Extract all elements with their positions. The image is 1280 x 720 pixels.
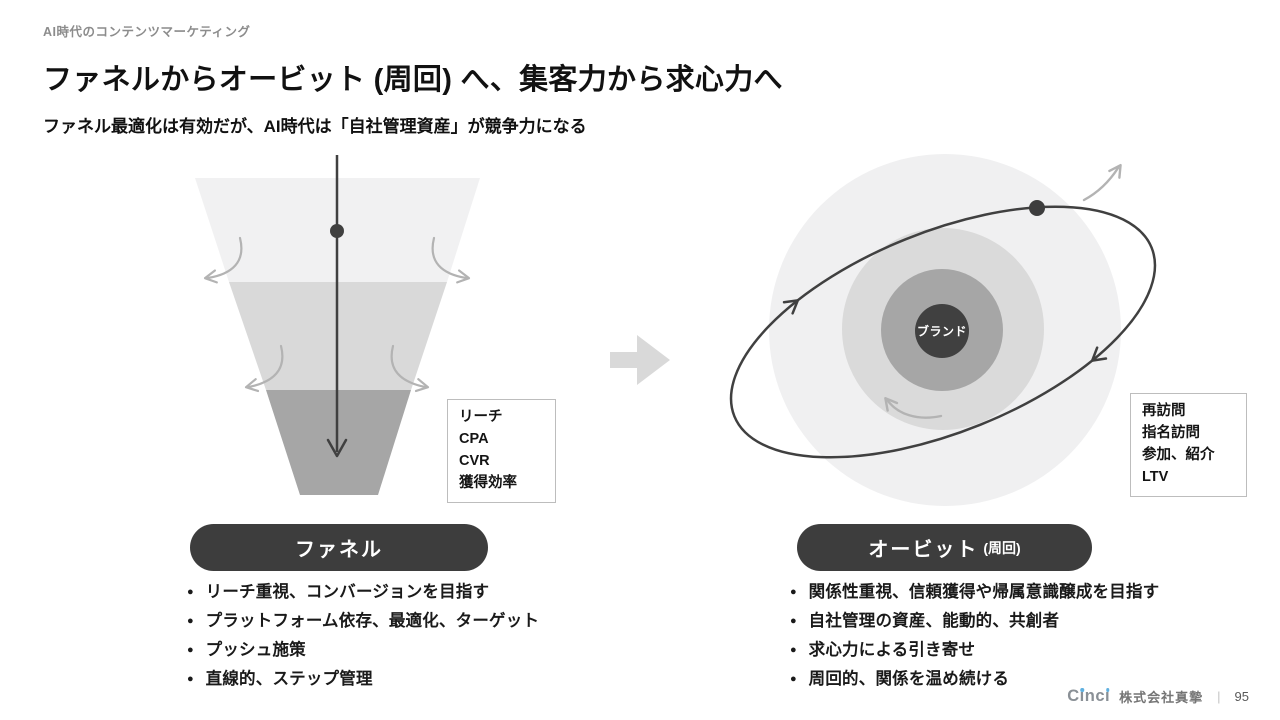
cinci-logo: Cıncı bbox=[1067, 687, 1111, 705]
leak-arrowhead-upper-left-icon bbox=[203, 269, 218, 284]
funnel-pill-label: ファネル bbox=[295, 539, 383, 561]
leak-arrowhead-lower-right-icon bbox=[414, 378, 430, 393]
orbit-direction-arrow-left-icon bbox=[782, 299, 800, 315]
funnel-band-bottom bbox=[266, 390, 411, 495]
leak-arrow-lower-right bbox=[390, 344, 427, 389]
bullet-text: 直線的、ステップ管理 bbox=[205, 670, 373, 688]
swoosh-arrowhead-bottom-icon bbox=[884, 397, 899, 412]
bullet-icon: ● bbox=[790, 673, 797, 685]
orbit-center-label: ブランド bbox=[916, 324, 968, 339]
orbit-diagram bbox=[729, 154, 1157, 506]
eyebrow-label: AI時代のコンテンツマーケティング bbox=[43, 25, 251, 39]
bullet-text: 求心力による引き寄せ bbox=[808, 641, 976, 659]
footer-separator: | bbox=[1217, 689, 1221, 704]
bullet-icon: ● bbox=[187, 586, 194, 598]
orbit-metric-label: 参加、紹介 bbox=[1142, 447, 1215, 463]
company-name: 株式会社真摯 bbox=[1119, 690, 1204, 705]
bullet-text: プラットフォーム依存、最適化、ターゲット bbox=[205, 612, 540, 630]
funnel-diagram bbox=[195, 155, 480, 495]
funnel-bullet-item: ● プラットフォーム依存、最適化、ターゲット bbox=[187, 611, 657, 632]
funnel-bullet-item: ● 直線的、ステップ管理 bbox=[187, 669, 657, 690]
orbit-metric-label: 指名訪問 bbox=[1142, 425, 1200, 441]
orbit-path bbox=[729, 205, 1157, 459]
bullet-icon: ● bbox=[790, 586, 797, 598]
orbit-metric-label: LTV bbox=[1142, 469, 1169, 485]
page-number: 95 bbox=[1234, 689, 1249, 704]
leak-arrowhead-lower-left-icon bbox=[244, 378, 260, 393]
funnel-pill: ファネル bbox=[190, 524, 488, 571]
transition-arrow-icon bbox=[610, 335, 670, 385]
bullet-icon: ● bbox=[187, 644, 194, 656]
funnel-flow-arrowhead-icon bbox=[326, 438, 348, 458]
funnel-metric-label: CVR bbox=[459, 453, 490, 469]
footer: Cıncı 株式会社真摯 | 95 bbox=[1067, 687, 1249, 706]
page-title: ファネルからオービット (周回) へ、集客力から求心力へ bbox=[43, 64, 783, 96]
orbit-bullet-list: ● 関係性重視、信頼獲得や帰属意識醸成を目指す ● 自社管理の資産、能動的、共創… bbox=[790, 582, 1270, 698]
orbit-bullet-item: ● 求心力による引き寄せ bbox=[790, 640, 1270, 661]
orbit-pill: オービット (周回) bbox=[797, 524, 1092, 571]
orbit-satellite-dot bbox=[1029, 200, 1045, 216]
bullet-icon: ● bbox=[790, 644, 797, 656]
bullet-text: リーチ重視、コンバージョンを目指す bbox=[205, 583, 490, 601]
funnel-metric-label: リーチ bbox=[459, 409, 503, 425]
funnel-bullet-item: ● リーチ重視、コンバージョンを目指す bbox=[187, 582, 657, 603]
orbit-metric-label: 再訪問 bbox=[1142, 403, 1186, 419]
bullet-icon: ● bbox=[187, 615, 194, 627]
swoosh-arrow-bottom bbox=[886, 399, 943, 419]
orbit-bullet-item: ● 自社管理の資産、能動的、共創者 bbox=[790, 611, 1270, 632]
bullet-text: 関係性重視、信頼獲得や帰属意識醸成を目指す bbox=[808, 583, 1160, 601]
leak-arrow-lower-left bbox=[247, 344, 284, 389]
orbit-bullet-item: ● 周回的、関係を温め続ける bbox=[790, 669, 1270, 690]
bullet-icon: ● bbox=[187, 673, 194, 685]
bullet-text: 周回的、関係を温め続ける bbox=[808, 670, 1010, 688]
leak-arrow-upper-right bbox=[431, 236, 468, 280]
leak-arrow-upper-left bbox=[206, 236, 243, 280]
bullet-text: プッシュ施策 bbox=[205, 641, 306, 659]
orbit-metrics-box: 再訪問指名訪問参加、紹介 LTV bbox=[1130, 393, 1247, 497]
funnel-user-dot bbox=[330, 224, 344, 238]
leak-arrowhead-upper-right-icon bbox=[456, 269, 471, 284]
orbit-pill-label: オービット bbox=[868, 539, 979, 561]
orbit-direction-arrow-right-icon bbox=[1090, 346, 1108, 362]
funnel-metrics-box: リーチ CPA CVR 獲得効率 bbox=[447, 399, 556, 503]
funnel-metric-label: CPA bbox=[459, 431, 489, 447]
swoosh-arrow-top-right bbox=[1082, 166, 1120, 202]
funnel-bullet-item: ● プッシュ施策 bbox=[187, 640, 657, 661]
bullet-icon: ● bbox=[790, 615, 797, 627]
page-subtitle: ファネル最適化は有効だが、AI時代は「自社管理資産」が競争力になる bbox=[43, 117, 587, 136]
funnel-metric-label: 獲得効率 bbox=[459, 475, 517, 491]
orbit-bullet-item: ● 関係性重視、信頼獲得や帰属意識醸成を目指す bbox=[790, 582, 1270, 603]
funnel-bullet-list: ● リーチ重視、コンバージョンを目指す ● プラットフォーム依存、最適化、ターゲ… bbox=[187, 582, 657, 698]
bullet-text: 自社管理の資産、能動的、共創者 bbox=[808, 612, 1060, 630]
swoosh-arrowhead-top-right-icon bbox=[1108, 163, 1122, 179]
orbit-pill-suffix: (周回) bbox=[983, 539, 1021, 556]
brand-core-circle bbox=[915, 304, 969, 358]
